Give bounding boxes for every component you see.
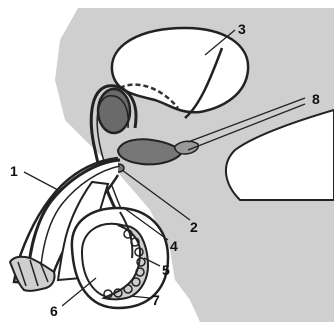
label-6: 6 xyxy=(50,303,58,319)
label-2: 2 xyxy=(190,219,198,235)
label-1: 1 xyxy=(10,163,18,179)
label-3: 3 xyxy=(238,21,246,37)
label-4: 4 xyxy=(170,238,178,254)
label-5: 5 xyxy=(162,262,170,278)
label-8: 8 xyxy=(312,91,320,107)
label-7: 7 xyxy=(152,292,160,308)
